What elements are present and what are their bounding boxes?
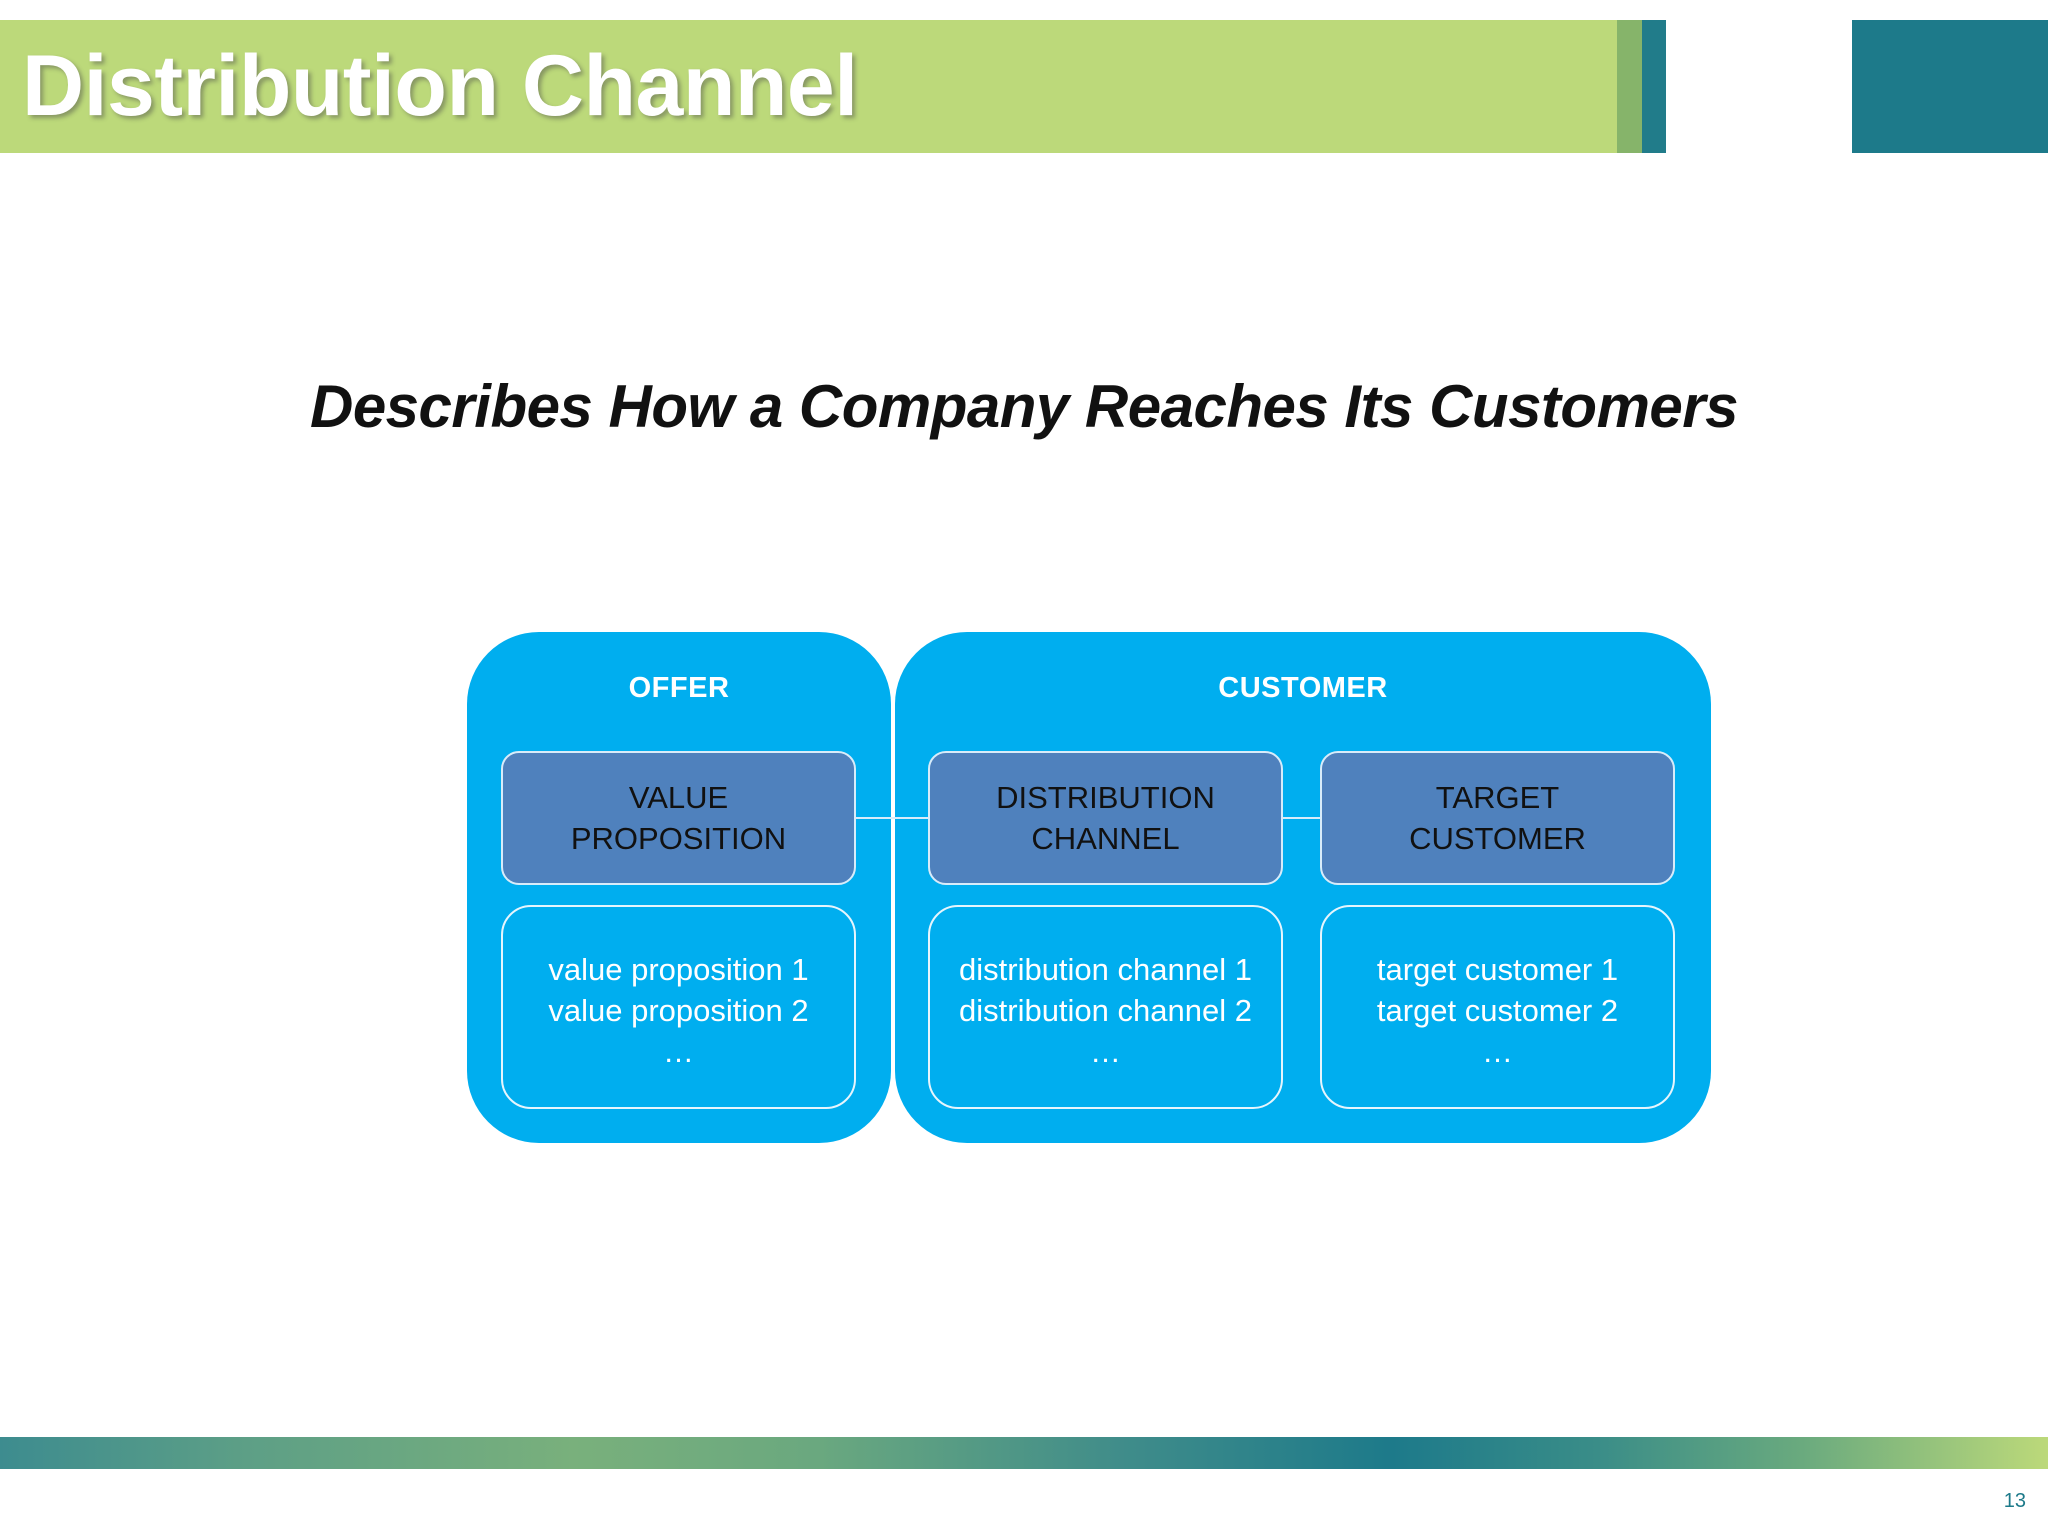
- list-item: value proposition 1: [548, 952, 809, 987]
- list-item: value proposition 2: [548, 993, 809, 1028]
- distribution-channel-list-box: distribution channel 1 distribution chan…: [928, 905, 1283, 1109]
- heading-line: PROPOSITION: [570, 821, 787, 856]
- target-customer-heading-box: TARGET CUSTOMER: [1320, 751, 1675, 885]
- connector-line: [856, 817, 928, 819]
- connector-line: [1283, 817, 1320, 819]
- value-proposition-list-box: value proposition 1 value proposition 2 …: [501, 905, 856, 1109]
- list-item: distribution channel 2: [959, 993, 1252, 1028]
- target-customer-list-box: target customer 1 target customer 2 …: [1320, 905, 1675, 1109]
- list-item-ellipsis: …: [1482, 1034, 1513, 1069]
- distribution-channel-heading-box: DISTRIBUTION CHANNEL: [928, 751, 1283, 885]
- title-band: [0, 20, 1617, 153]
- corner-accent-block: [1852, 20, 2048, 153]
- heading-line: CUSTOMER: [1409, 821, 1586, 856]
- heading-line: CHANNEL: [1031, 821, 1180, 856]
- list-item: target customer 2: [1376, 993, 1619, 1028]
- heading-line: TARGET: [1435, 780, 1560, 815]
- page-number: 13: [2003, 1490, 2026, 1512]
- title-accent-stripe-green: [1617, 20, 1642, 153]
- slide-subtitle: Describes How a Company Reaches Its Cust…: [309, 373, 1739, 440]
- heading-line: VALUE: [628, 780, 729, 815]
- list-item-ellipsis: …: [663, 1034, 694, 1069]
- customer-group-label: CUSTOMER: [1218, 672, 1388, 704]
- slide-title: Distribution Channel: [22, 38, 858, 134]
- footer-gradient-bar: [0, 1437, 2048, 1469]
- value-proposition-heading-box: VALUE PROPOSITION: [501, 751, 856, 885]
- list-item: distribution channel 1: [959, 952, 1252, 987]
- list-item-ellipsis: …: [1090, 1034, 1121, 1069]
- list-item: target customer 1: [1376, 952, 1619, 987]
- heading-line: DISTRIBUTION: [996, 780, 1215, 815]
- offer-group-label: OFFER: [628, 672, 730, 704]
- title-accent-stripe-teal: [1642, 20, 1666, 153]
